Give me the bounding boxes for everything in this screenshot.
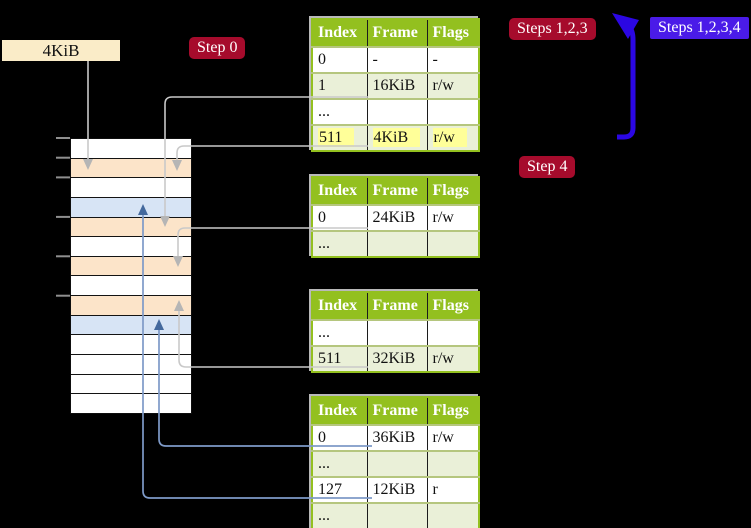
highlighted-value: 511	[318, 128, 355, 147]
table-cell: r	[426, 476, 479, 503]
memory-frame-stripe	[71, 216, 191, 237]
table-row: ...	[312, 98, 479, 125]
highlighted-value: r/w	[432, 128, 467, 147]
table-cell: 1	[312, 72, 367, 99]
table-cell: ...	[312, 319, 367, 346]
table-cell: 16KiB	[366, 72, 427, 99]
table-cell: -	[426, 46, 479, 73]
column-header: Index	[312, 19, 367, 47]
memory-frame-stripe	[71, 354, 191, 374]
table-cell: 0	[312, 204, 367, 231]
table-cell: r/w	[426, 204, 479, 231]
steps123-badge: Steps 1,2,3	[509, 18, 596, 40]
column-header: Flags	[426, 397, 479, 425]
table-cell: ...	[312, 450, 367, 477]
memory-frame-stripe	[71, 314, 191, 335]
table-cell: 24KiB	[366, 204, 427, 231]
table-cell: 4KiB	[366, 124, 427, 151]
table-cell	[426, 502, 479, 528]
steps-loop-arrow	[612, 13, 639, 140]
table-cell	[366, 319, 427, 346]
column-header: Index	[312, 292, 367, 320]
table-cell	[366, 502, 427, 528]
table-cell: r/w	[426, 124, 479, 151]
table-cell: 511	[312, 345, 367, 372]
table-cell: 12KiB	[366, 476, 427, 503]
table-cell	[366, 450, 427, 477]
table-cell	[366, 230, 427, 257]
table1-row511-notch	[480, 131, 484, 137]
memory-frame-stripe	[71, 393, 191, 413]
table-cell	[426, 230, 479, 257]
table-cell: 36KiB	[366, 424, 427, 451]
table-cell	[426, 450, 479, 477]
steps1234-badge: Steps 1,2,3,4	[650, 17, 749, 39]
memory-tick-marks	[56, 137, 70, 297]
table-cell: 32KiB	[366, 345, 427, 372]
memory-frame-stripe	[71, 139, 191, 158]
table-cell: r/w	[426, 345, 479, 372]
memory-frame-stripe	[71, 177, 191, 197]
table-row: ...	[312, 319, 479, 346]
table-cell: r/w	[426, 72, 479, 99]
column-header: Index	[312, 397, 367, 425]
memory-frame-stripe	[71, 295, 191, 315]
table-cell: r/w	[426, 424, 479, 451]
table-cell	[426, 98, 479, 125]
step0-badge: Step 0	[189, 37, 246, 59]
4kib-size-label: 4KiB	[2, 40, 120, 61]
table-cell: -	[366, 46, 427, 73]
highlighted-value: 4KiB	[372, 128, 421, 147]
table-cell: ...	[312, 98, 367, 125]
table-cell: 511	[312, 124, 367, 151]
column-header: Flags	[426, 292, 479, 320]
column-header: Index	[312, 177, 367, 205]
table-cell: ...	[312, 230, 367, 257]
column-header: Frame	[366, 19, 427, 47]
column-header: Frame	[366, 397, 427, 425]
table-cell	[366, 98, 427, 125]
step4-badge: Step 4	[519, 156, 576, 178]
column-header: Flags	[426, 177, 479, 205]
memory-column	[70, 138, 192, 414]
table-row: ...	[312, 230, 479, 257]
table-row: 511 4KiB r/w	[312, 124, 479, 151]
column-header: Frame	[366, 292, 427, 320]
table-cell	[426, 319, 479, 346]
table-cell: 127	[312, 476, 367, 503]
table-row: ...	[312, 502, 479, 528]
memory-frame-stripe	[71, 334, 191, 355]
memory-frame-stripe	[71, 236, 191, 256]
memory-frame-stripe	[71, 196, 191, 217]
table-cell: 0	[312, 46, 367, 73]
memory-frame-stripe	[71, 255, 191, 276]
memory-frame-stripe	[71, 373, 191, 394]
table-cell: 0	[312, 424, 367, 451]
table-row: ...	[312, 450, 479, 477]
column-header: Flags	[426, 19, 479, 47]
column-header: Frame	[366, 177, 427, 205]
memory-frame-stripe	[71, 157, 191, 178]
table-row: 0--	[312, 46, 479, 73]
memory-frame-stripe	[71, 275, 191, 296]
table-cell: ...	[312, 502, 367, 528]
4kib-size-text: 4KiB	[42, 41, 80, 60]
